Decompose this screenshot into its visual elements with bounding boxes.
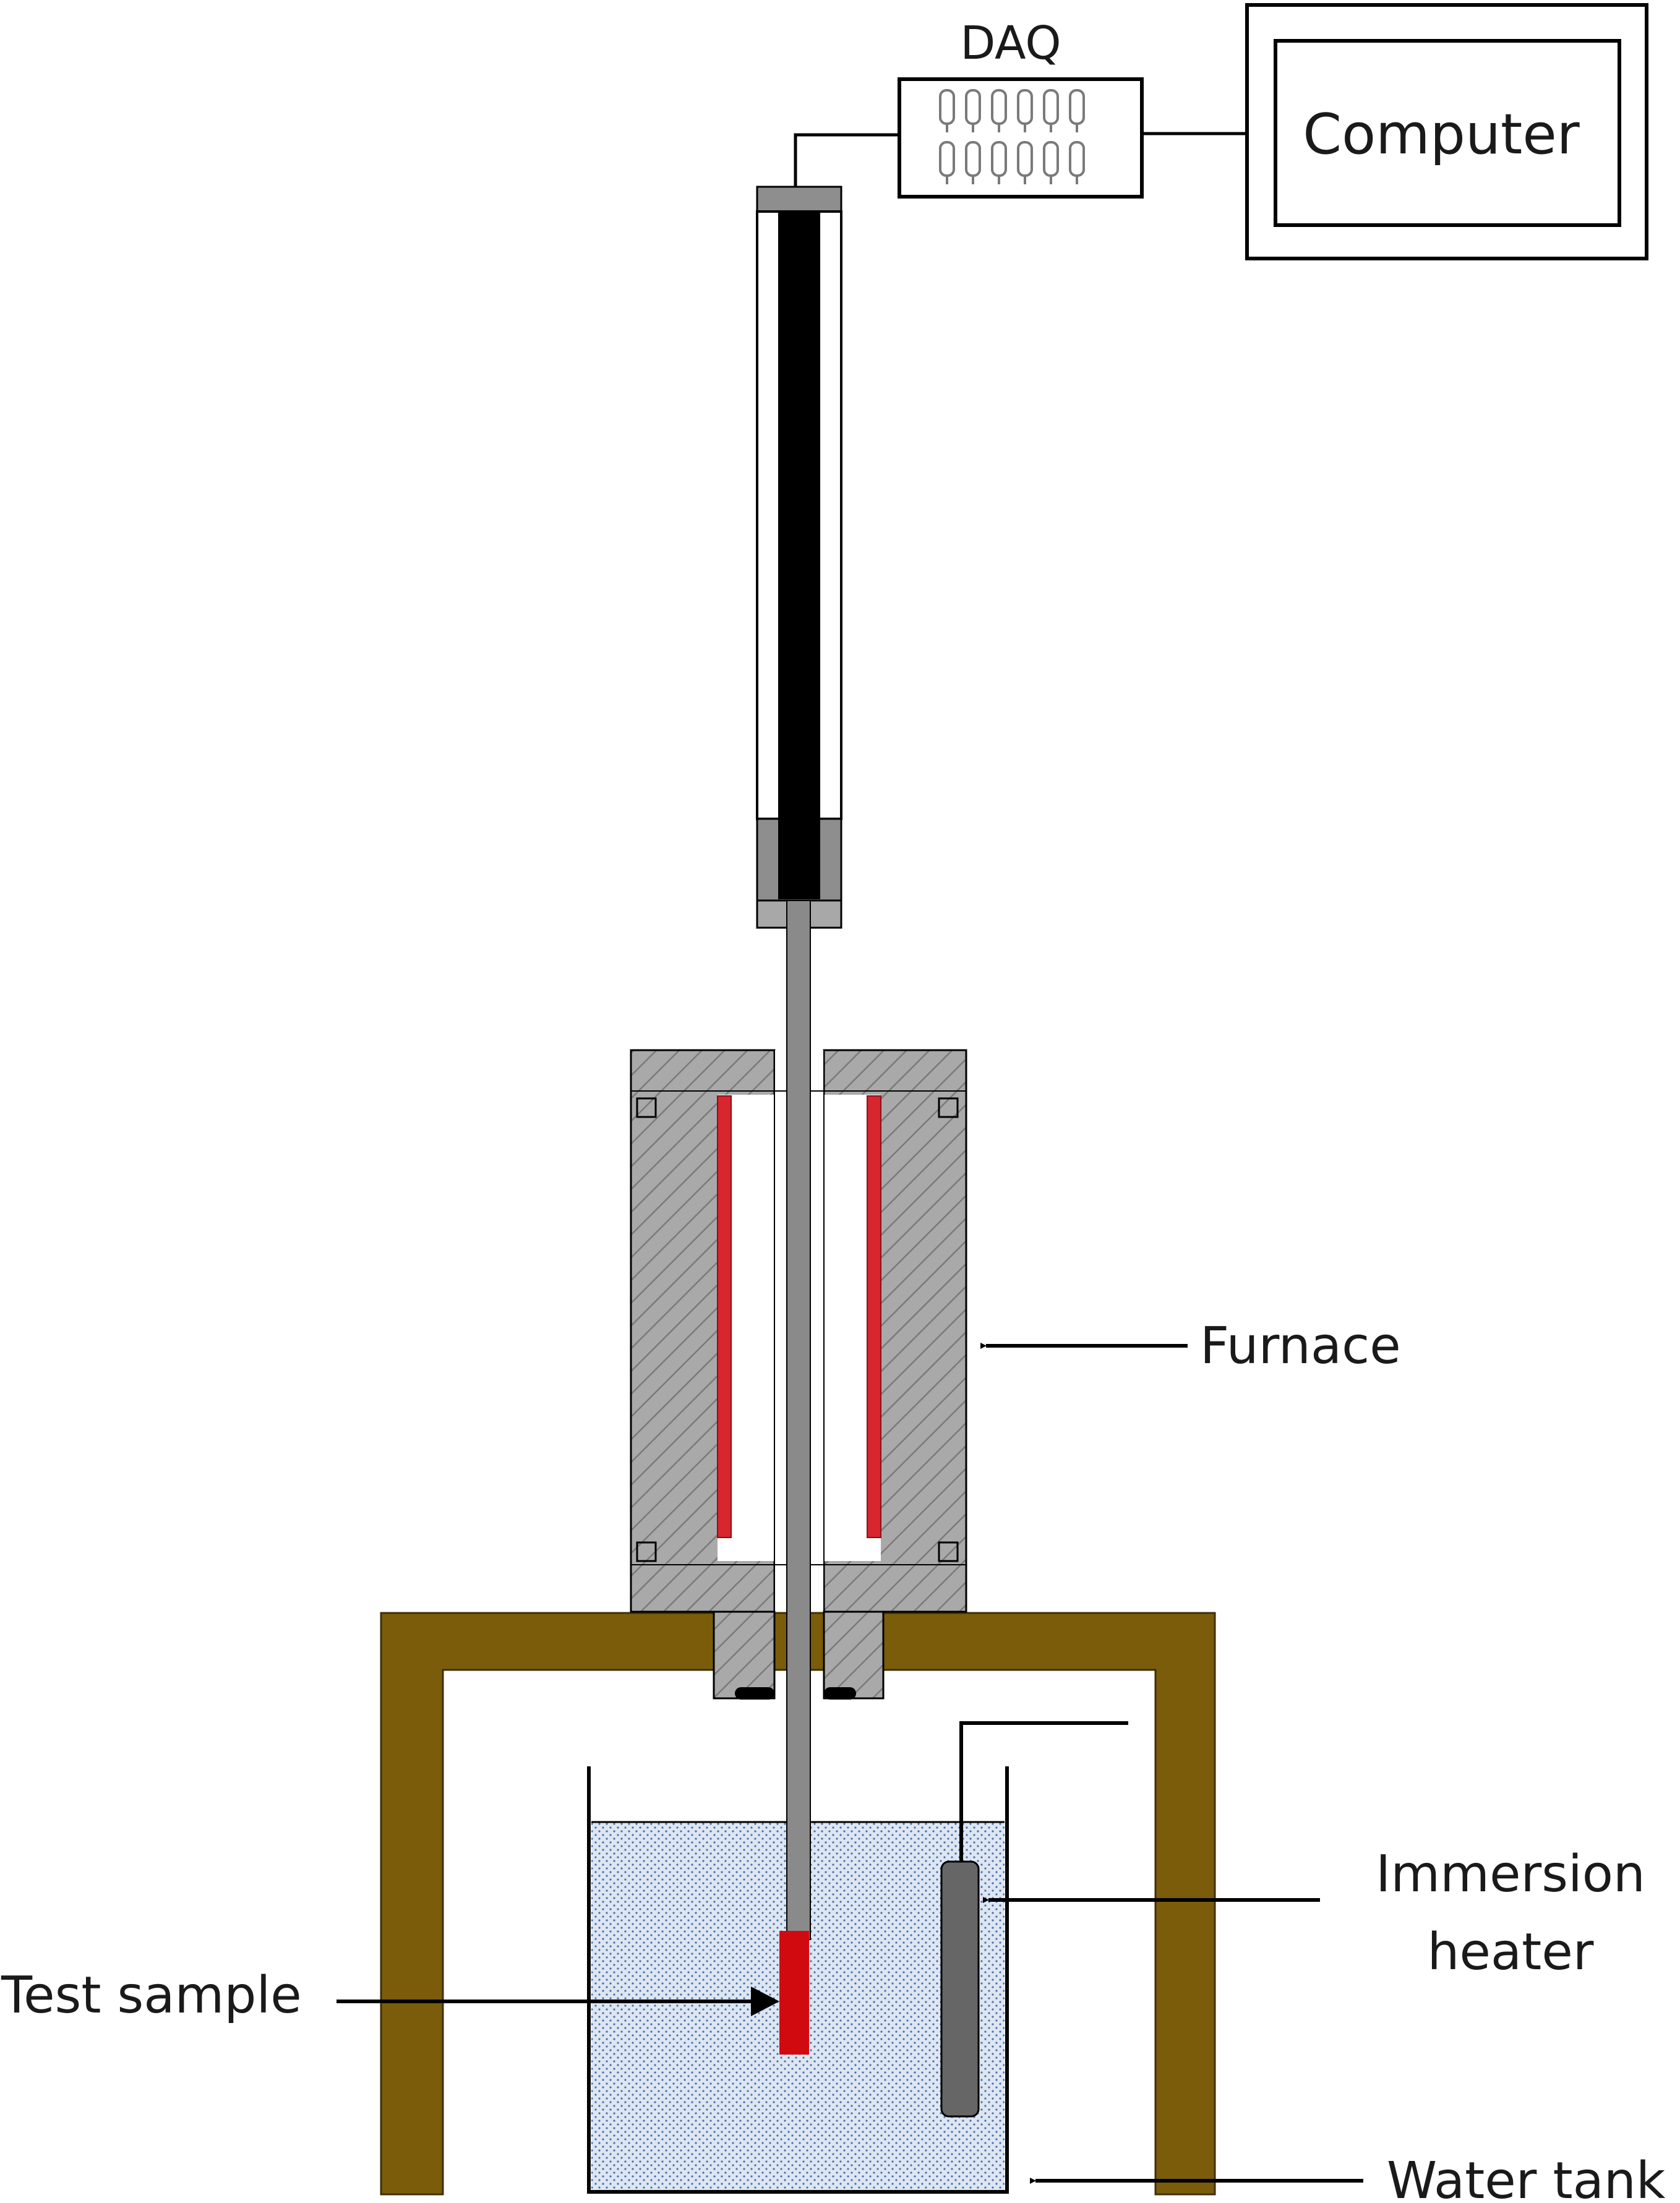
test-sample-label: Test sample (1, 1966, 302, 2025)
o-ring-right (824, 1687, 856, 1700)
heating-element-left (717, 1095, 732, 1538)
actuator-daq-wire (794, 133, 899, 197)
actuator-top-cap (756, 186, 842, 213)
daq-channels (939, 89, 1085, 184)
water-tank-label: Water tank (1387, 2152, 1666, 2203)
immersion-heater-label-line2: heater (1428, 1923, 1594, 1982)
heater-cable (959, 1721, 1128, 1865)
water-tank-callout: Water tank (1030, 2152, 1666, 2203)
furnace (630, 1049, 967, 1700)
daq: DAQ (898, 17, 1144, 199)
probe-rod (786, 900, 811, 1940)
computer-inner-frame (1274, 39, 1621, 227)
heating-element-right (867, 1095, 881, 1538)
test-sample-specimen (779, 1931, 809, 2055)
daq-box (898, 77, 1144, 199)
furnace-seal-marks (636, 1097, 959, 1562)
test-sample-arrowhead (751, 1987, 779, 2016)
test-sample-callout: Test sample (1, 1966, 779, 2025)
daq-label: DAQ (960, 17, 1061, 70)
furnace-label: Furnace (1200, 1317, 1401, 1375)
heater-body (940, 1860, 980, 2118)
tank-walls (587, 1766, 1009, 2194)
furnace-base-collar-left (713, 1611, 776, 1700)
actuator-piston-rod (778, 212, 820, 899)
immersion-heater-label-line1: Immersion (1376, 1845, 1645, 1904)
o-ring-left (735, 1687, 774, 1700)
computer: Computer (1245, 3, 1648, 260)
support-frame (380, 1612, 1216, 2196)
furnace-callout: Furnace (980, 1317, 1401, 1375)
immersion-heater-callout: Immersion heater (983, 1845, 1645, 1982)
computer-label: Computer (1303, 102, 1579, 167)
actuator (756, 186, 842, 929)
furnace-base-collar-right (823, 1611, 885, 1700)
immersion-heater (940, 1721, 1128, 2118)
